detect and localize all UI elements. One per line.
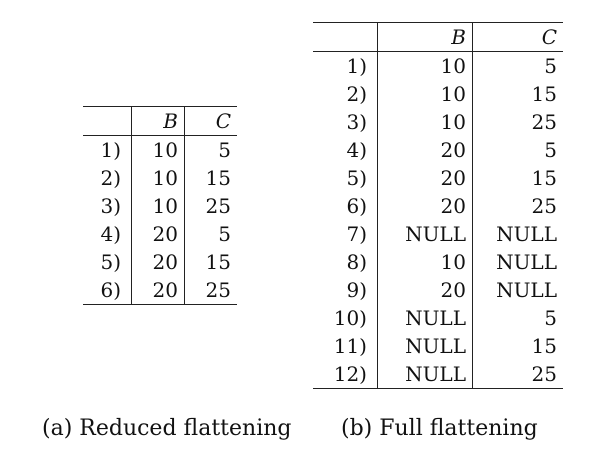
row-index-cell: 12): [313, 360, 378, 389]
row-index-cell: 5): [100, 250, 121, 274]
row-index-cell: 2): [346, 82, 367, 106]
cell-c: 15: [472, 164, 563, 192]
cell-c: 5: [472, 136, 563, 164]
cell-b: 20: [377, 192, 473, 220]
row-index-cell: 5): [346, 166, 367, 190]
cell-c: 15: [184, 248, 237, 276]
cell-c: 5: [472, 304, 563, 332]
cell-c: 25: [472, 192, 563, 220]
row-index-cell: 6): [346, 194, 367, 218]
cell-c: 25: [184, 192, 237, 220]
row-index-cell: 9): [346, 278, 367, 302]
row-index-cell: 6): [83, 276, 132, 305]
row-index-cell: 3): [346, 110, 367, 134]
cell-b: NULL: [377, 360, 473, 389]
cell-b: NULL: [377, 304, 473, 332]
cell-c: 5: [184, 220, 237, 248]
row-index-cell: 1): [346, 54, 367, 78]
cell-b: 20: [131, 276, 185, 305]
row-index-cell: 8): [346, 250, 367, 274]
cell-c: 5: [184, 135, 237, 164]
cell-b: NULL: [377, 220, 473, 248]
table-header-row: B C: [313, 22, 563, 52]
cell-b: 10: [131, 192, 185, 220]
cell-c: NULL: [472, 220, 563, 248]
caption-reduced-flattening: (a) Reduced flattening: [42, 416, 292, 441]
table-header-row: B C: [83, 106, 237, 136]
cell-c: 15: [472, 332, 563, 360]
row-index-cell: 2): [100, 166, 121, 190]
column-header-b: B: [377, 22, 473, 52]
cell-c: NULL: [472, 248, 563, 276]
cell-c: 15: [472, 80, 563, 108]
cell-c: 25: [472, 360, 563, 389]
cell-b: 10: [131, 135, 185, 164]
cell-b: 20: [131, 220, 185, 248]
column-header-c: C: [472, 22, 563, 52]
cell-b: 20: [131, 248, 185, 276]
cell-b: 20: [377, 276, 473, 304]
row-index-cell: 1): [100, 138, 121, 162]
cell-b: 20: [377, 136, 473, 164]
column-header-c: C: [184, 106, 237, 136]
cell-b: 10: [377, 108, 473, 136]
cell-b: 10: [377, 80, 473, 108]
cell-b: 20: [377, 164, 473, 192]
row-index-cell: 10): [333, 306, 367, 330]
cell-b: NULL: [377, 332, 473, 360]
cell-c: 5: [472, 51, 563, 80]
caption-full-flattening: (b) Full flattening: [341, 416, 538, 441]
column-header-b: B: [131, 106, 185, 136]
cell-c: 25: [472, 108, 563, 136]
cell-b: 10: [377, 248, 473, 276]
cell-b: 10: [131, 164, 185, 192]
row-index-cell: 7): [346, 222, 367, 246]
cell-b: 10: [377, 51, 473, 80]
row-index-cell: 4): [346, 138, 367, 162]
row-index-cell: 11): [333, 334, 367, 358]
row-index-cell: 3): [100, 194, 121, 218]
cell-c: 25: [184, 276, 237, 305]
row-index-header: [313, 22, 378, 52]
row-index-header: [83, 106, 132, 136]
cell-c: NULL: [472, 276, 563, 304]
row-index-cell: 4): [100, 222, 121, 246]
cell-c: 15: [184, 164, 237, 192]
